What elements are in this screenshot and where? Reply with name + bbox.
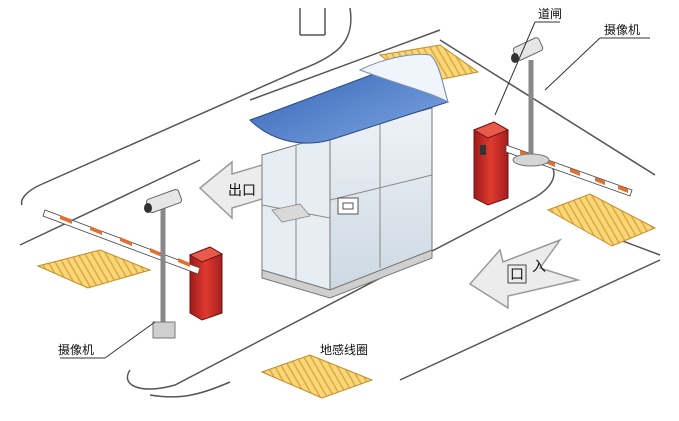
entrance-box-label: 口 — [510, 267, 524, 283]
ground-loop-bottom — [260, 354, 374, 399]
entrance-arrow: 口 入 — [468, 238, 581, 310]
camera-left — [144, 188, 183, 339]
barrier-gate-label: 道闸 — [538, 7, 562, 21]
ground-loop-left — [36, 249, 152, 289]
ground-loop-label: 地感线圈 — [320, 342, 368, 357]
camera-right — [511, 37, 550, 167]
entrance-label: 入 — [532, 259, 546, 275]
camera-left-label: 摄像机 — [58, 342, 94, 357]
monitor-icon — [337, 197, 359, 215]
guard-booth — [249, 53, 450, 299]
exit-label: 出口 — [228, 183, 256, 199]
exit-arrow: 出口 — [198, 160, 273, 220]
camera-right-label: 摄像机 — [604, 22, 640, 37]
barrier-gate-right — [472, 121, 633, 206]
barrier-arm-right — [505, 144, 633, 197]
ground-loop-right — [546, 193, 657, 247]
callout-lines — [60, 21, 650, 359]
